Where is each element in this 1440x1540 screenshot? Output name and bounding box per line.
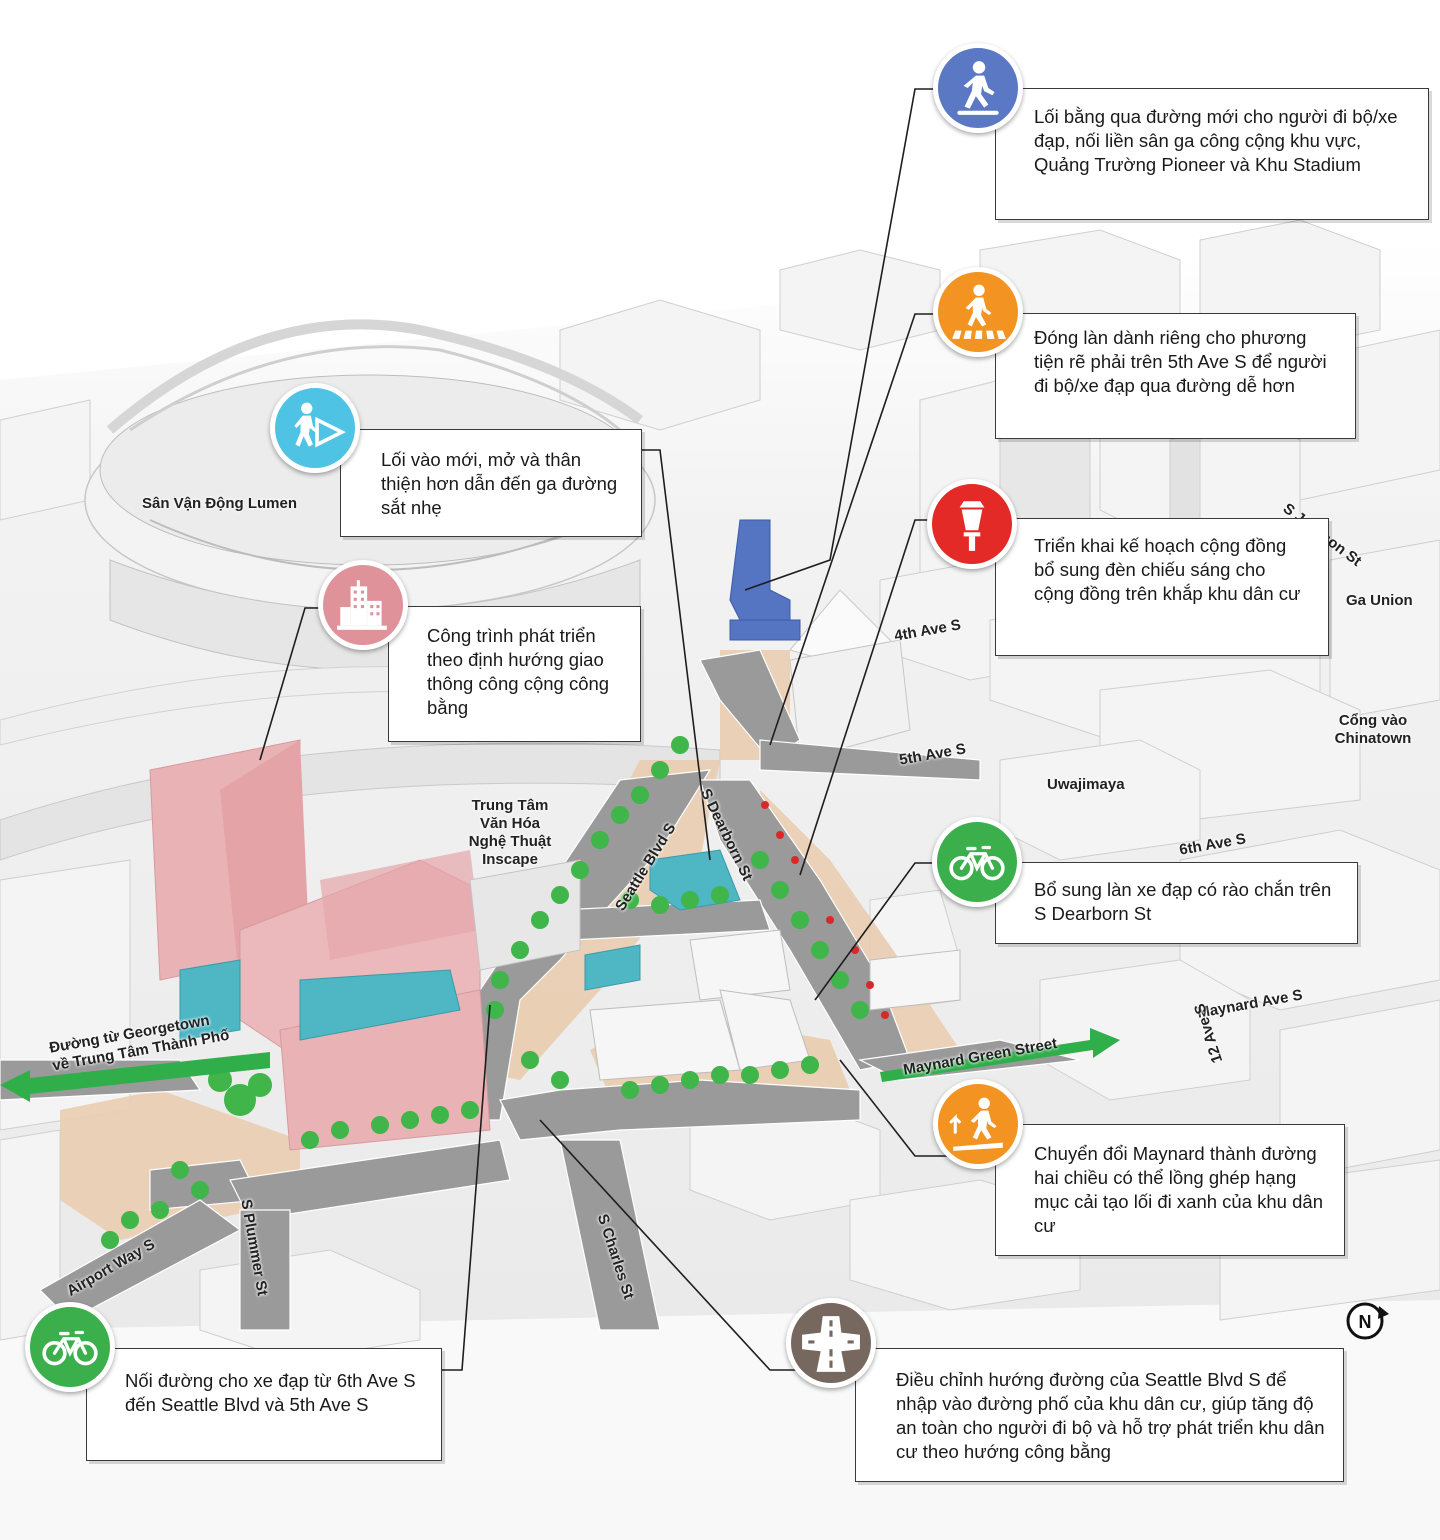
callout-maynard: Chuyển đổi Maynard thành đường hai chiều…: [995, 1124, 1345, 1256]
pedestrian-arrow-icon: [294, 402, 346, 448]
north-arrow-letter: N: [1359, 1312, 1372, 1332]
callout-lighting: Triển khai kế hoạch cộng đồng bổ sung đè…: [995, 518, 1329, 656]
pedestrian-turn-icon: [949, 1097, 1003, 1151]
garage-building: [789, 639, 911, 761]
bike-lane-badge: [932, 817, 1022, 907]
bicycle-icon: [949, 845, 1005, 881]
teal-buildings: [179, 849, 741, 1041]
label-chinatown: Cổng vào Chinatown: [1318, 712, 1428, 748]
callout-bike-lane: Bổ sung làn xe đạp có rào chắn trên S De…: [995, 862, 1358, 944]
label-inscape: Trung Tâm Văn Hóa Nghệ Thuật Inscape: [440, 797, 580, 869]
north-arrow-icon: N: [1346, 1302, 1389, 1340]
light-rail-station: [729, 519, 801, 641]
center-buildings: [589, 929, 961, 1081]
inscape-building: [469, 859, 581, 971]
georgetown-arrow: [0, 1052, 270, 1102]
callout-bike-connect: Nối đường cho xe đạp từ 6th Ave S đến Se…: [86, 1348, 442, 1461]
buildings-icon: [337, 580, 387, 630]
maynard-green-arrow: [880, 1028, 1120, 1082]
street-trees: [101, 736, 869, 1249]
close-lane-badge: [933, 267, 1023, 357]
label-inscape-line: Văn Hóa: [479, 815, 540, 832]
label-stadium: Sân Vận Động Lumen: [142, 495, 298, 512]
tod-badge: [318, 560, 408, 650]
road-merge-icon: [802, 1316, 860, 1372]
label-inscape-line: Trung Tâm: [471, 797, 549, 814]
north-arrow: N: [1345, 1298, 1391, 1344]
station-badge: [270, 383, 360, 473]
label-inscape-line: Inscape: [482, 851, 538, 868]
label-chinatown-line: Chinatown: [1334, 730, 1412, 747]
callout-seattle-blvd: Điều chỉnh hướng đường của Seattle Blvd …: [855, 1348, 1344, 1482]
callout-close-lane: Đóng làn dành riêng cho phương tiện rẽ p…: [995, 313, 1356, 439]
label-chinatown-line: Cổng vào: [1338, 712, 1408, 729]
callout-tod: Công trình phát triển theo định hướng gi…: [388, 606, 641, 742]
callout-station: Lối vào mới, mở và thân thiện hơn dẫn đế…: [340, 429, 642, 537]
street-lamps: [761, 801, 889, 1019]
pedestrian-walking-icon: [957, 61, 999, 115]
label-inscape-line: Nghệ Thuật: [468, 833, 552, 850]
maynard-badge: [933, 1079, 1023, 1169]
bicycle-icon: [42, 1330, 98, 1366]
callout-crossing: Lối bằng qua đường mới cho người đi bộ/x…: [995, 88, 1429, 220]
street-lamp-icon: [959, 501, 985, 551]
lighting-badge: [927, 479, 1017, 569]
pedestrian-crosswalk-icon: [952, 284, 1006, 339]
seattle-blvd-badge: [786, 1298, 876, 1388]
label-uwajimaya: Uwajimaya: [1047, 776, 1125, 793]
crossing-badge: [933, 43, 1023, 133]
bike-connect-badge: [25, 1302, 115, 1392]
label-union: Ga Union: [1346, 592, 1413, 609]
